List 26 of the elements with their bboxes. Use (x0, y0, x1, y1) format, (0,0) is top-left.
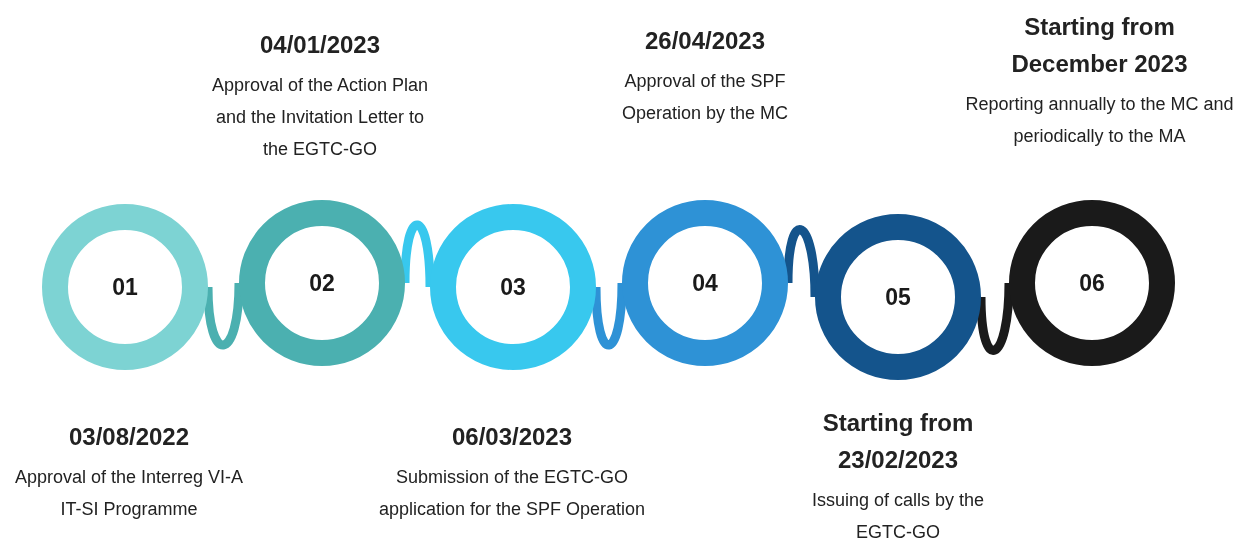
step-number: 01 (112, 273, 138, 301)
ring-step (1007, 198, 1177, 368)
step-date: 04/01/2023 (258, 30, 382, 60)
step-date: Starting from 23/02/2023 (821, 408, 975, 475)
step-number: 03 (500, 273, 526, 301)
step-date: 26/04/2023 (643, 26, 767, 56)
step-description: Issuing of calls by the EGTC-GO (810, 489, 986, 543)
step-date: 06/03/2023 (450, 422, 574, 452)
ring-step (620, 198, 790, 368)
step-number: 06 (1079, 269, 1105, 297)
step-description: Approval of the Interreg VI-A IT-SI Programme (13, 466, 245, 521)
ring-step (237, 198, 407, 368)
step-date: Starting from December 2023 (1010, 12, 1189, 79)
connector-arc (976, 282, 1014, 355)
step-description: Approval of the Action Plan and the Invitation Letter to the EGTC-GO (210, 74, 430, 161)
step-date: 03/08/2022 (67, 422, 191, 452)
ring-step (428, 202, 598, 372)
ring-step (40, 202, 210, 372)
step-description: Submission of the EGTC-GO application for the SPF Operation (377, 466, 647, 521)
ring-step (813, 212, 983, 382)
step-description: Reporting annually to the MC and periodically to the MA (964, 93, 1235, 148)
step-description: Approval of the SPF Operation by the MC (620, 70, 790, 125)
connector-arc (203, 282, 244, 350)
step-number: 04 (692, 269, 718, 297)
step-number: 05 (885, 283, 911, 311)
step-number: 02 (309, 269, 335, 297)
